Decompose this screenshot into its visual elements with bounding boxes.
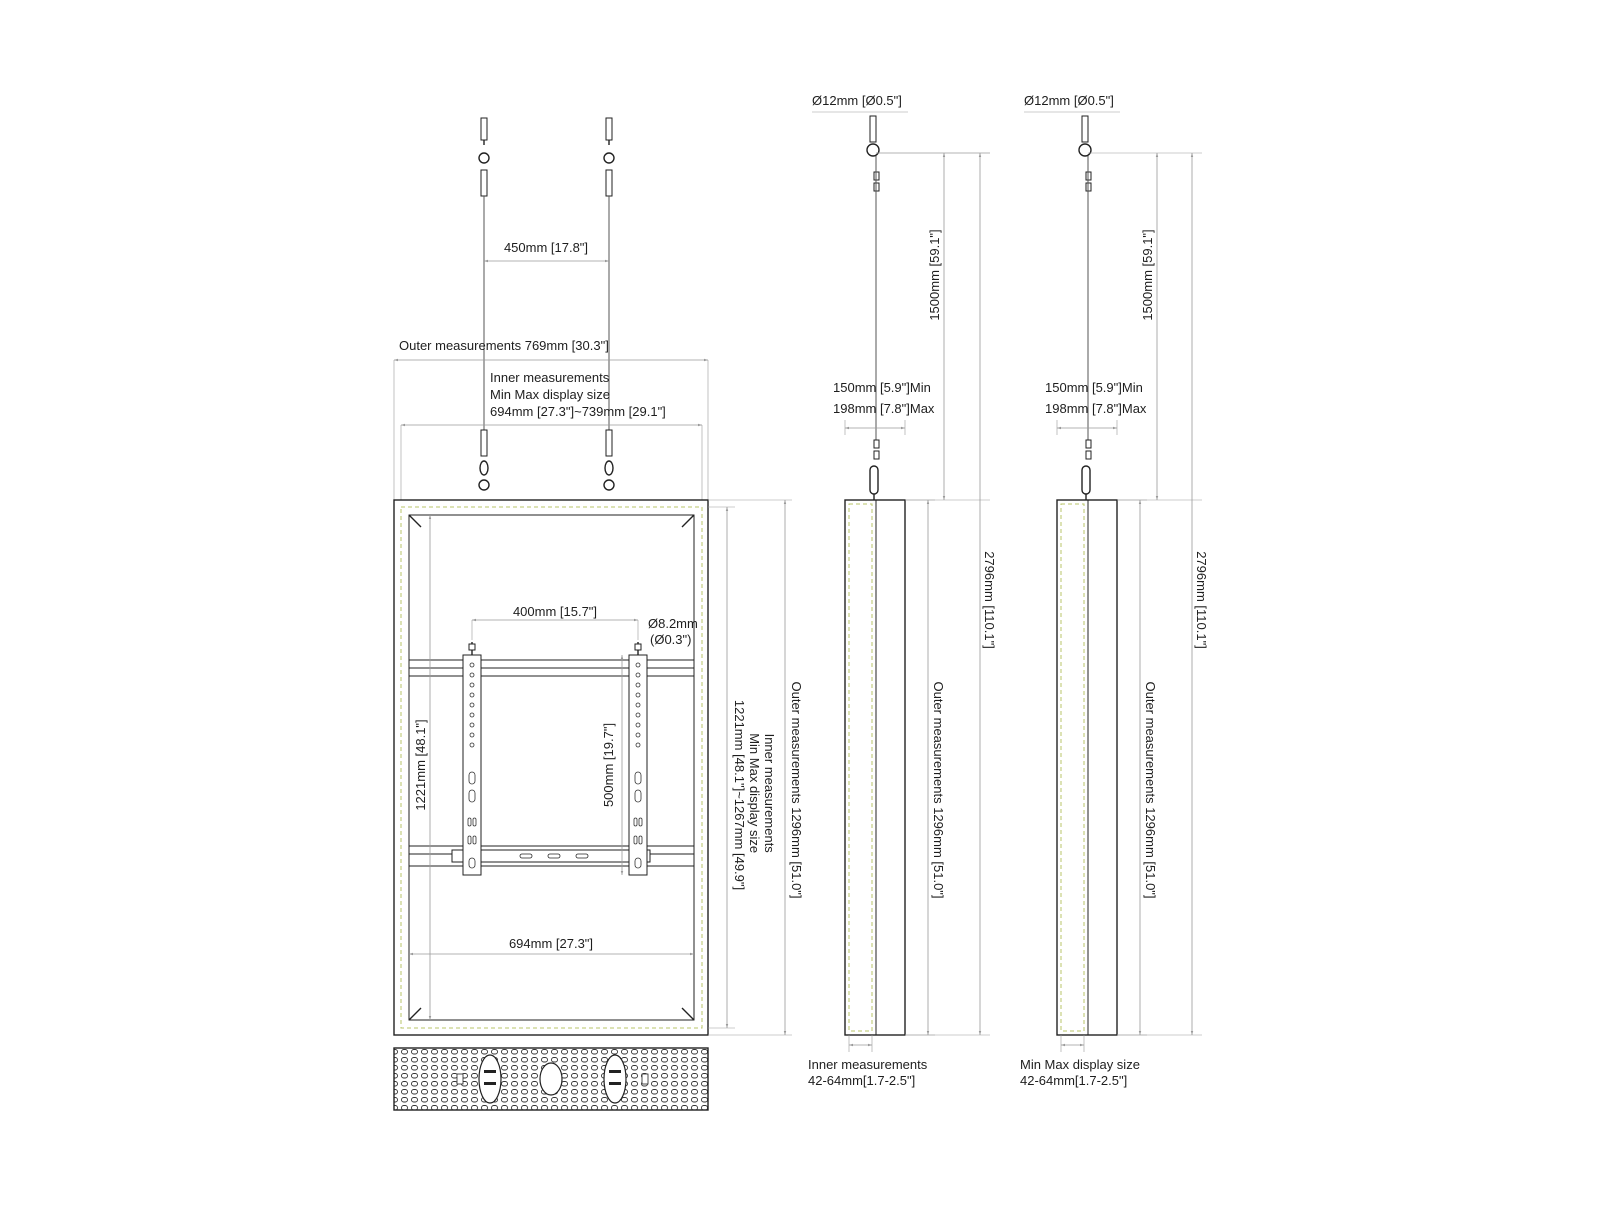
ceiling-hook [1078, 115, 1092, 192]
inner-width-label: Inner measurements Min Max display size … [490, 370, 666, 419]
bracket-spacing-label: 400mm [15.7"] [513, 604, 597, 619]
outer-height-label: Outer measurements 1296mm [51.0"] [789, 681, 804, 898]
gap-max-label: 198mm [7.8"]Max [1045, 401, 1147, 416]
hanging-cable-right [603, 117, 615, 491]
front-view: 450mm [17.8"] Outer measurements 769mm [… [393, 117, 804, 1111]
ceiling-hook [866, 115, 880, 192]
bracket-height-label: 500mm [19.7"] [601, 723, 616, 807]
hook-diameter-label: Ø12mm [Ø0.5"] [812, 93, 902, 108]
inner-height-label: 1221mm [48.1"] [413, 719, 428, 810]
frame-corner-braces [408, 514, 695, 1021]
depth-value: 42-64mm[1.7-2.5"] [1020, 1073, 1127, 1088]
gap-min-label: 150mm [5.9"]Min [833, 380, 931, 395]
side-view-1: Ø12mm [Ø0.5"] 1500mm [59.1"] 150mm [5.9"… [808, 93, 997, 1088]
total-height-label: 2796mm [110.1"] [982, 551, 997, 649]
cable-length-label: 1500mm [59.1"] [1140, 229, 1155, 320]
mounting-rail-bottom [408, 845, 695, 867]
depth-value: 42-64mm[1.7-2.5"] [808, 1073, 915, 1088]
display-outer-frame [393, 499, 709, 1036]
depth-label: Inner measurements [808, 1057, 928, 1072]
bottom-perforated-panel [393, 1047, 709, 1111]
inner-width-bottom-label: 694mm [27.3"] [509, 936, 593, 951]
outer-width-label: Outer measurements 769mm [30.3"] [399, 338, 609, 353]
gap-max-label: 198mm [7.8"]Max [833, 401, 935, 416]
hole-diameter-label: Ø8.2mm (Ø0.3") [648, 616, 701, 647]
display-side-profile [1056, 499, 1118, 1036]
side-view-2: Ø12mm [Ø0.5"] 1500mm [59.1"] 150mm [5.9"… [1020, 93, 1209, 1088]
display-side-profile [844, 499, 906, 1036]
cable-length-label: 1500mm [59.1"] [927, 229, 942, 320]
outer-height-label: Outer measurements 1296mm [51.0"] [1143, 681, 1158, 898]
hanging-cable-left [478, 117, 490, 491]
display-side-outline-dashed [848, 503, 873, 1032]
vesa-bracket-left [462, 642, 482, 876]
hook-diameter-label: Ø12mm [Ø0.5"] [1024, 93, 1114, 108]
cable-spacing-label: 450mm [17.8"] [504, 240, 588, 255]
vesa-bracket-right [628, 642, 648, 876]
display-side-outline-dashed [1060, 503, 1085, 1032]
display-inner-frame [408, 514, 695, 1021]
depth-label: Min Max display size [1020, 1057, 1140, 1072]
total-height-label: 2796mm [110.1"] [1194, 551, 1209, 649]
inner-height-range-label: Inner measurements Min Max display size … [732, 700, 777, 890]
gap-min-label: 150mm [5.9"]Min [1045, 380, 1143, 395]
cable-adjuster [1081, 439, 1092, 500]
mounting-rail-top [408, 659, 695, 677]
outer-height-label: Outer measurements 1296mm [51.0"] [931, 681, 946, 898]
display-outline-dashed [400, 506, 703, 1029]
cable-adjuster [869, 439, 880, 500]
